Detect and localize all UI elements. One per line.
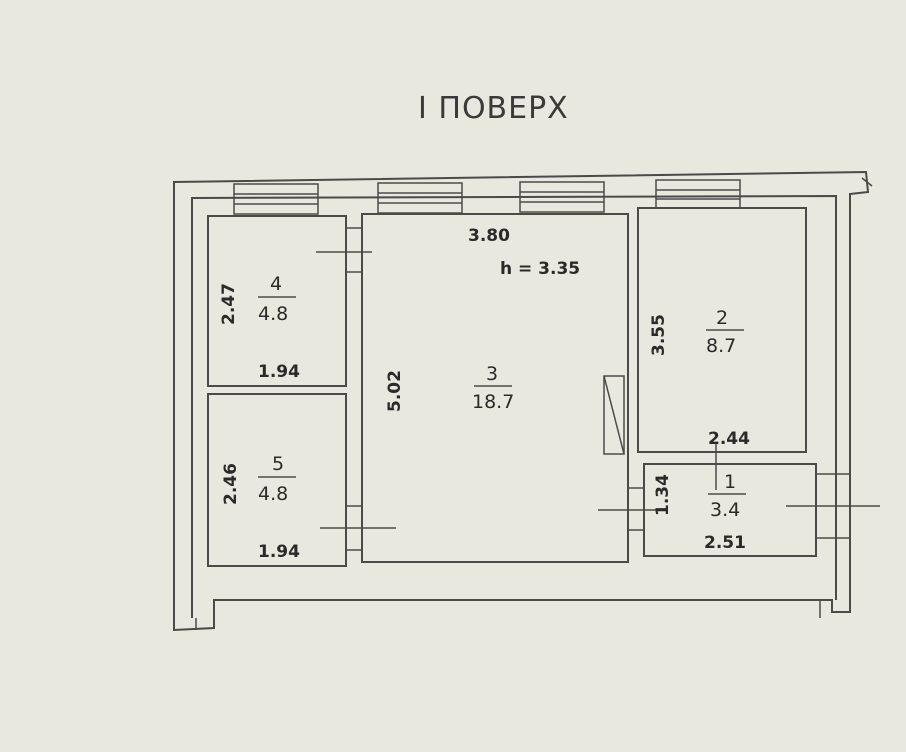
room-5-depth: 2.46 [221, 463, 241, 505]
ceiling-height: h = 3.35 [500, 259, 580, 279]
room-4-depth: 2.47 [219, 283, 239, 325]
room-4: 4 4.8 2.47 1.94 [207, 215, 347, 387]
room-2: 2 8.7 3.55 2.44 [637, 207, 807, 453]
room-1: 1 3.4 1.34 2.51 [643, 444, 817, 557]
room-5-area: 4.8 [258, 483, 288, 505]
window-3 [519, 181, 605, 213]
room-2-width: 2.44 [708, 429, 750, 449]
door-markers [316, 227, 880, 551]
room-4-width: 1.94 [258, 362, 300, 382]
room-2-depth: 3.55 [649, 314, 669, 356]
room-5-width: 1.94 [258, 542, 300, 562]
room-2-number: 2 [716, 307, 728, 329]
outer-walls [173, 170, 873, 632]
room-4-area: 4.8 [258, 303, 288, 325]
window-4 [655, 179, 741, 209]
room-3-depth: 5.02 [385, 370, 405, 412]
room-1-number: 1 [724, 471, 736, 493]
floor-title: I ПОВЕРХ [418, 91, 569, 126]
room-1-area: 3.4 [710, 499, 740, 521]
room-3-area: 18.7 [472, 391, 514, 413]
room-3-width: 3.80 [468, 226, 510, 246]
room-1-depth: 1.34 [653, 474, 673, 516]
room-5-number: 5 [272, 453, 284, 475]
room-2-area: 8.7 [706, 335, 736, 357]
window-1 [233, 183, 319, 215]
room-3: 3.80 h = 3.35 3 18.7 5.02 [361, 213, 629, 563]
room-3-number: 3 [486, 363, 498, 385]
room-1-width: 2.51 [704, 533, 746, 553]
windows [233, 179, 741, 215]
room-4-number: 4 [270, 273, 282, 295]
room-5: 5 4.8 2.46 1.94 [207, 393, 347, 567]
